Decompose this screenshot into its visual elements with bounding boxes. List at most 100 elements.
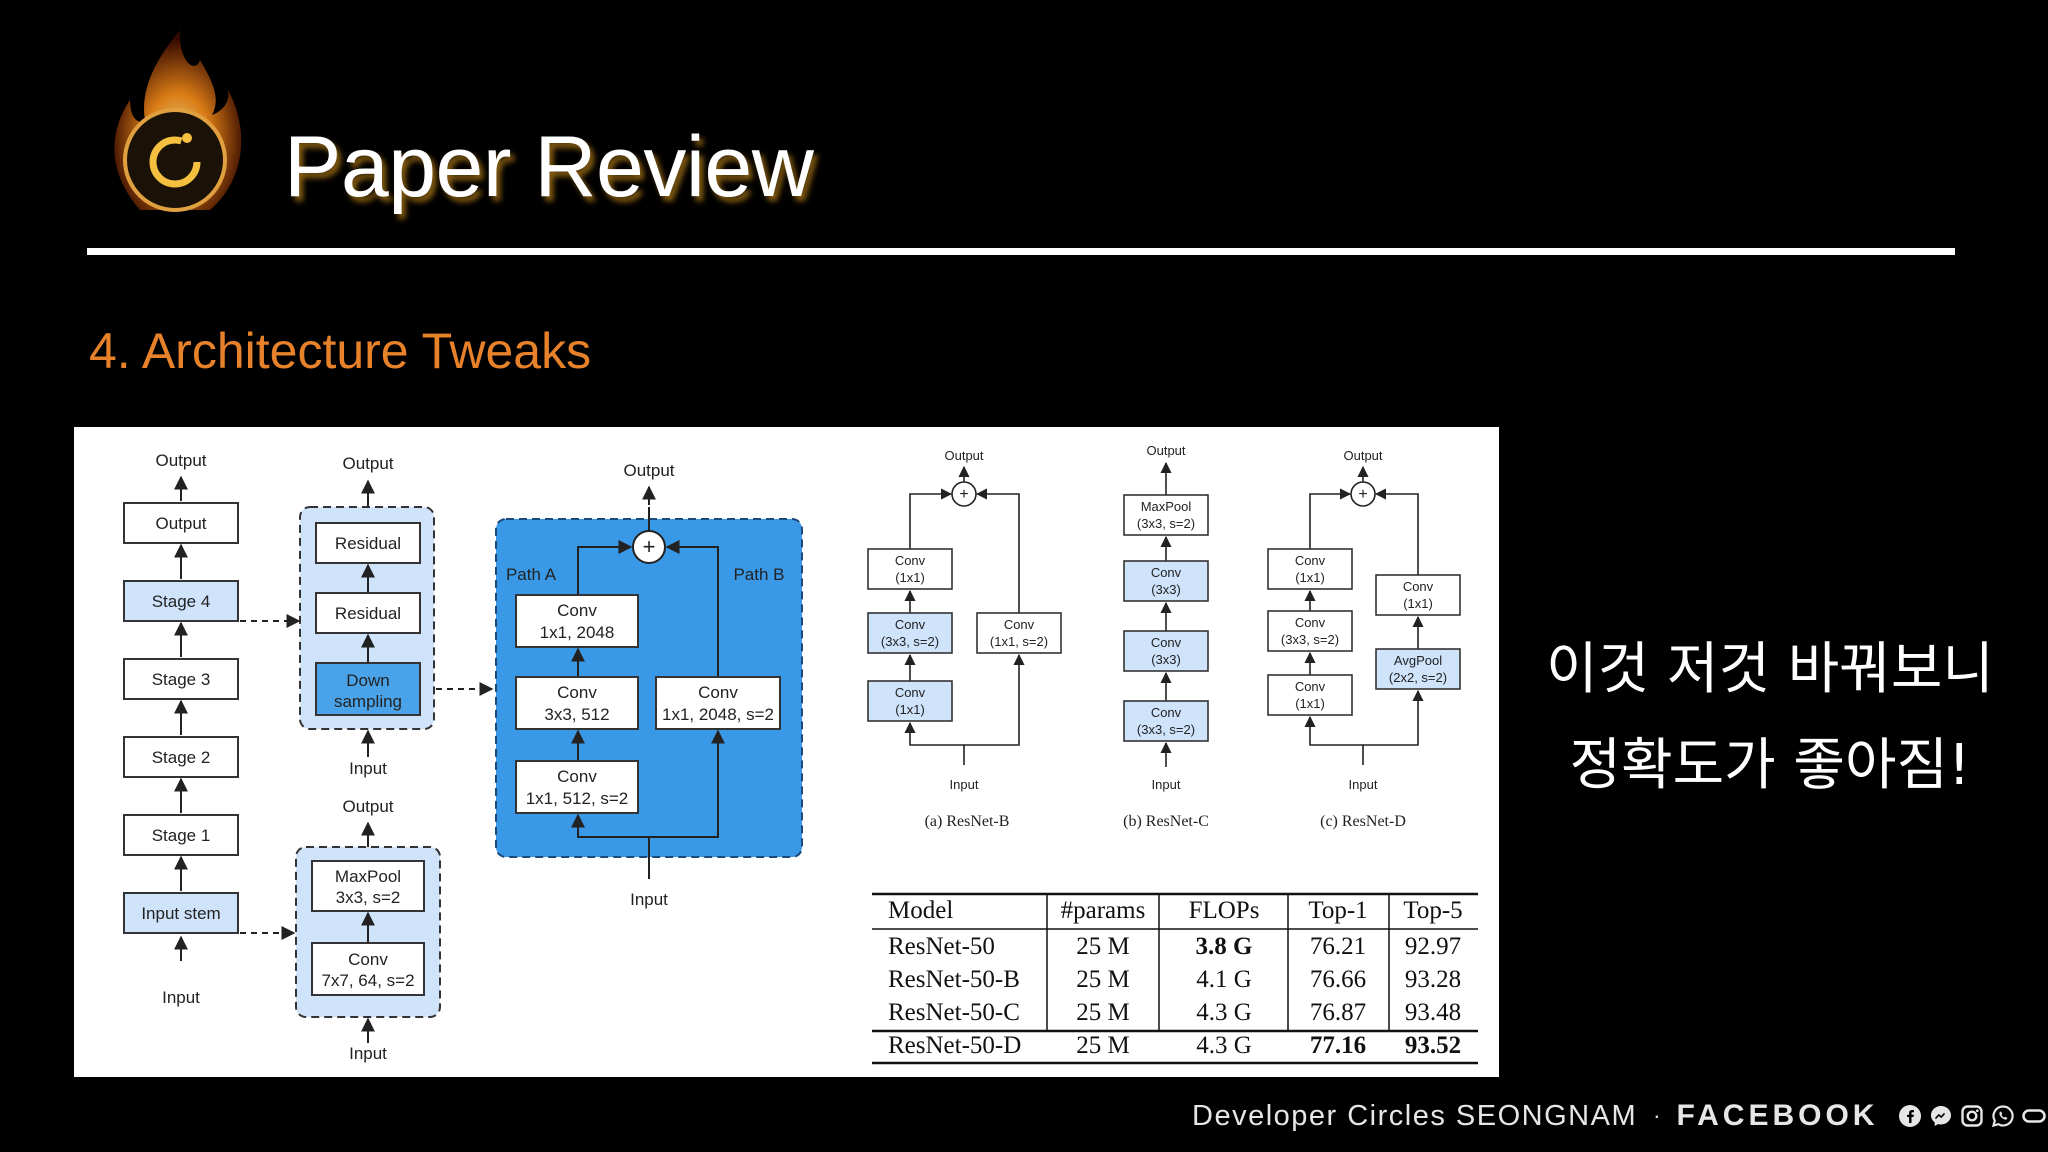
variant-b-conv-top — [867, 548, 953, 590]
svg-text:Conv: Conv — [895, 685, 926, 700]
pytorch-flame-logo-icon — [114, 30, 242, 212]
path-b-label: Path B — [733, 565, 784, 584]
conv7-label-1: Conv — [348, 950, 388, 969]
svg-text:(3x3, s=2): (3x3, s=2) — [1137, 516, 1195, 531]
stem-input-label: Input — [349, 1044, 387, 1063]
variant-d-avgpool — [1375, 648, 1461, 690]
results-table: Model #params FLOPs Top-1 Top-5 ResNet-5… — [872, 892, 1478, 1065]
variant-d-conv-mid — [1267, 610, 1353, 652]
svg-text:Conv: Conv — [1151, 565, 1182, 580]
paper-figure: Output Output Stage 4 Stage 3 Stage 2 St… — [74, 427, 1499, 1077]
svg-text:Conv: Conv — [1151, 635, 1182, 650]
svg-text:92.97: 92.97 — [1405, 933, 1461, 960]
speaker-note-line-1: 이것 저것 바꿔보니 — [1546, 637, 1994, 702]
stage-2-box — [123, 736, 239, 778]
conv-a1-label-1: Conv — [557, 601, 597, 620]
svg-text:(2x2, s=2): (2x2, s=2) — [1389, 670, 1447, 685]
svg-text:+: + — [1358, 486, 1367, 503]
conv-a2-label-1: Conv — [557, 683, 597, 702]
output-box — [123, 502, 239, 544]
arch-output-label: Output — [155, 451, 206, 470]
residual-2-label: Residual — [335, 604, 401, 623]
residual-input-label: Input — [349, 759, 387, 778]
svg-text:(1x1, s=2): (1x1, s=2) — [990, 634, 1048, 649]
slide-title: Paper Review — [284, 119, 814, 215]
header-model: Model — [888, 897, 953, 924]
output-box-label: Output — [155, 514, 206, 533]
variant-c-conv-1 — [1123, 560, 1209, 602]
variant-d-caption: (c) ResNet-D — [1320, 813, 1406, 830]
variant-b-conv-side — [976, 612, 1062, 654]
svg-text:3.8 G: 3.8 G — [1196, 933, 1253, 960]
downsampling-label-2: sampling — [334, 692, 402, 711]
svg-text:25 M: 25 M — [1076, 999, 1129, 1026]
input-stem-box — [123, 892, 239, 934]
variant-d-conv-side — [1375, 574, 1461, 616]
svg-text:93.28: 93.28 — [1405, 966, 1461, 993]
variant-d-input-label: Input — [1349, 777, 1378, 792]
stage-4-label: Stage 4 — [152, 592, 211, 611]
variant-b-input-label: Input — [950, 777, 979, 792]
header-params: #params — [1061, 897, 1146, 924]
svg-text:(1x1): (1x1) — [895, 570, 925, 585]
svg-text:ResNet-50-B: ResNet-50-B — [888, 966, 1020, 993]
whatsapp-icon — [1991, 1104, 2015, 1128]
stage-2-label: Stage 2 — [152, 748, 211, 767]
svg-text:(3x3): (3x3) — [1151, 652, 1181, 667]
maxpool-label-2: 3x3, s=2 — [336, 888, 401, 907]
svg-text:4.1 G: 4.1 G — [1196, 966, 1252, 993]
variant-c-maxpool — [1123, 494, 1209, 536]
instagram-icon — [1960, 1104, 1984, 1128]
svg-text:(3x3, s=2): (3x3, s=2) — [1281, 632, 1339, 647]
conv-a3-label-1: Conv — [557, 767, 597, 786]
stage-4-box — [123, 580, 239, 622]
variant-c-caption: (b) ResNet-C — [1123, 813, 1209, 830]
downsampling-box — [315, 662, 421, 716]
table-row: ResNet-50-B 25 M 4.1 G 76.66 93.28 — [888, 966, 1461, 993]
svg-text:AvgPool: AvgPool — [1394, 653, 1442, 668]
svg-text:(1x1): (1x1) — [1295, 696, 1325, 711]
variant-b-conv-mid — [867, 612, 953, 654]
footer-separator: · — [1653, 1103, 1661, 1128]
footer-org: Developer Circles SEONGNAM — [1192, 1099, 1638, 1132]
variant-b-conv-bot — [867, 680, 953, 722]
variant-b-output-label: Output — [944, 448, 983, 463]
facebook-icon — [1898, 1104, 1922, 1128]
table-row: ResNet-50 25 M 3.8 G 76.21 92.97 — [888, 933, 1461, 960]
svg-text:Conv: Conv — [1295, 679, 1326, 694]
svg-text:Conv: Conv — [1295, 615, 1326, 630]
svg-text:Conv: Conv — [895, 553, 926, 568]
downsample-output-label: Output — [623, 461, 674, 480]
svg-text:(1x1): (1x1) — [895, 702, 925, 717]
conv-a3-box — [515, 760, 639, 814]
title-divider — [87, 248, 1955, 255]
svg-text:Conv: Conv — [1295, 553, 1326, 568]
table-header-row: Model #params FLOPs Top-1 Top-5 — [888, 897, 1463, 924]
svg-text:ResNet-50-C: ResNet-50-C — [888, 999, 1020, 1026]
svg-text:76.66: 76.66 — [1310, 966, 1366, 993]
variant-d-output-label: Output — [1343, 448, 1382, 463]
arch-input-label: Input — [162, 988, 200, 1007]
conv-a3-label-2: 1x1, 512, s=2 — [526, 789, 629, 808]
residual-box-2 — [315, 592, 421, 634]
residual-box-1 — [315, 522, 421, 564]
svg-text:76.21: 76.21 — [1310, 933, 1366, 960]
svg-text:(3x3, s=2): (3x3, s=2) — [1137, 722, 1195, 737]
svg-text:+: + — [959, 486, 968, 503]
table-row: ResNet-50-C 25 M 4.3 G 76.87 93.48 — [888, 999, 1461, 1026]
variant-b-caption: (a) ResNet-B — [925, 813, 1010, 830]
conv-b-label-2: 1x1, 2048, s=2 — [662, 705, 774, 724]
svg-text:4.3 G: 4.3 G — [1196, 999, 1252, 1026]
conv-a2-label-2: 3x3, 512 — [544, 705, 609, 724]
svg-text:Conv: Conv — [1004, 617, 1035, 632]
variant-c-input-label: Input — [1152, 777, 1181, 792]
table-row: ResNet-50-D 25 M 4.3 G 77.16 93.52 — [888, 1032, 1461, 1059]
variant-c-output-label: Output — [1146, 443, 1185, 458]
stage-1-label: Stage 1 — [152, 826, 211, 845]
messenger-icon — [1929, 1104, 1953, 1128]
svg-text:MaxPool: MaxPool — [1141, 499, 1192, 514]
section-heading: 4. Architecture Tweaks — [89, 323, 592, 379]
conv-b-box — [655, 676, 781, 730]
conv-b-label-1: Conv — [698, 683, 738, 702]
svg-text:ResNet-50: ResNet-50 — [888, 933, 995, 960]
